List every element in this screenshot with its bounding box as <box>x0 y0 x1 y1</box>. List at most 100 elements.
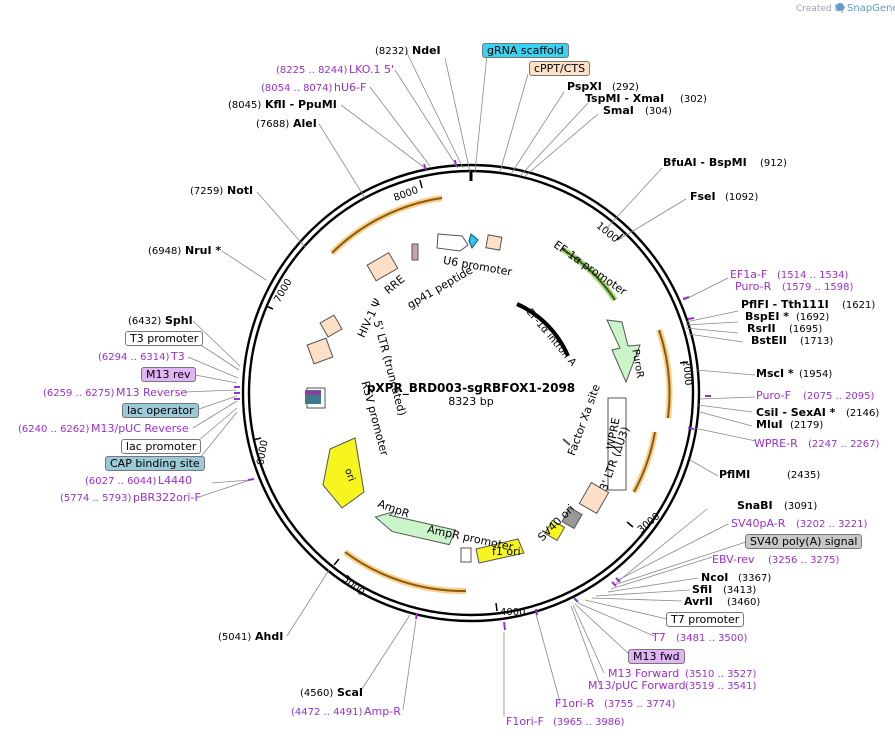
enzyme-alei: AleI <box>293 117 317 130</box>
enzyme-snabi: SnaBI <box>737 499 773 512</box>
enzyme-sfii: SfiI <box>692 583 713 596</box>
primer-puror-pos: (1579 .. 1598) <box>782 282 854 293</box>
orange-arc <box>344 551 467 593</box>
primer-t3-pos: (6294 .. 6314) <box>98 352 170 363</box>
ori-feature <box>322 437 365 509</box>
ruler-tick <box>679 361 689 364</box>
feature-track <box>305 233 641 564</box>
enzyme-snabi-pos: (3091) <box>784 501 818 512</box>
enzyme-noti: NotI <box>227 184 254 197</box>
enzyme-nrui: NruI * <box>185 244 222 257</box>
primer-f1orif: F1ori-F <box>506 715 544 728</box>
wpre-feature <box>607 397 627 491</box>
enzyme-pflmi-pos: (2435) <box>787 470 821 481</box>
primer-t7-pos: (3481 .. 3500) <box>676 633 748 644</box>
enzyme-alei-pos: (7688) <box>256 119 290 130</box>
enzyme-ahdi: AhdI <box>255 630 284 643</box>
enzyme-msci-pos: (1954) <box>799 369 833 380</box>
box-m13-fwd: M13 fwd <box>628 649 685 664</box>
primer-l4440-pos: (6027 .. 6044) <box>85 476 157 487</box>
inner-label: PuroR <box>629 348 645 379</box>
primer-wprer: WPRE-R <box>754 437 798 450</box>
box-cap-binding-site: CAP binding site <box>105 456 205 471</box>
enzyme-tspmi: TspMI - XmaI <box>585 92 665 105</box>
ruler-tick <box>626 521 634 528</box>
rre-feature <box>366 252 399 282</box>
box-lac-operator: lac operator <box>122 403 199 418</box>
ruler-tick <box>333 558 340 566</box>
enzyme-rsrii-pos: (1695) <box>789 324 823 335</box>
enzyme-scai: ScaI <box>337 686 363 699</box>
ruler-tick <box>495 602 498 612</box>
ruler-label: 6000 <box>255 439 270 466</box>
primer-m13pucfwd: M13/pUC Forward <box>588 679 686 692</box>
ruler-tick <box>252 437 262 441</box>
orange-arc <box>331 197 443 254</box>
enzyme-ahdi-pos: (5041) <box>218 632 252 643</box>
primer-wprer-pos: (2247 .. 2267) <box>808 439 880 450</box>
sv40-polya-feature <box>561 506 583 530</box>
primer-hu6f: hU6-F <box>334 81 367 94</box>
enzyme-avrii: AvrII <box>684 595 713 608</box>
box-t7-promoter: T7 promoter <box>666 612 745 627</box>
enzyme-sfii-pos: (3413) <box>723 585 757 596</box>
primer-lko1-pos: (8225 .. 8244) <box>276 65 348 76</box>
enzyme-avrii-pos: (3460) <box>727 597 761 608</box>
enzyme-fsei-pos: (1092) <box>725 192 759 203</box>
enzyme-bspei: BspEI * <box>745 310 789 323</box>
enzyme-pflfi: PflFI - Tth111I <box>741 298 829 311</box>
primer-t7: T7 <box>652 631 666 644</box>
primer-f1orir-pos: (3755 .. 3774) <box>604 699 676 710</box>
primer-ef1af-pos: (1514 .. 1534) <box>777 270 849 281</box>
enzyme-mlui-pos: (2179) <box>790 420 824 431</box>
enzyme-sphi: SphI <box>165 314 193 327</box>
snapgene-logo-icon <box>836 3 844 11</box>
ruler-tick <box>419 179 423 189</box>
enzyme-msci: MscI * <box>756 367 794 380</box>
cppt-feature <box>485 234 503 251</box>
primer-m13fwd: M13 Forward <box>608 667 680 680</box>
enzyme-smai-pos: (304) <box>645 106 672 117</box>
primer-ebvrev: EBV-rev <box>712 553 755 566</box>
puror-feature <box>606 319 641 384</box>
primer-m13rev: M13 Reverse <box>116 386 188 399</box>
enzyme-tspmi-pos: (302) <box>680 94 707 105</box>
grna-scaffold-feature <box>468 233 479 249</box>
primer-l4440: L4440 <box>158 474 193 487</box>
enzyme-pflfi-pos: (1621) <box>842 300 876 311</box>
enzyme-mlui: MluI <box>756 418 783 431</box>
primer-t3: T3 <box>171 350 185 363</box>
enzyme-ndei: NdeI <box>412 44 441 57</box>
primer-puror: Puro-R <box>735 280 772 293</box>
enzyme-smai: SmaI <box>603 104 634 117</box>
primer-pbr322: pBR322ori-F <box>133 491 201 504</box>
plasmid-name: pXPR_BRD003-sgRBFOX1-2098 <box>367 381 575 396</box>
gp41-feature <box>411 243 419 261</box>
enzyme-rsrii: RsrII <box>747 322 776 335</box>
enzyme-bspei-pos: (1692) <box>796 312 830 323</box>
primer-f1orir: F1ori-R <box>555 697 595 710</box>
primer-m13fwd-pos: (3510 .. 3527) <box>685 669 757 680</box>
enzyme-ndei-pos: (8232) <box>375 46 409 57</box>
ltr3-feature <box>578 481 610 515</box>
backbone-inner <box>247 169 695 617</box>
u6-promoter-feature <box>436 233 469 252</box>
enzyme-kfli: KflI - PpuMI <box>265 98 337 111</box>
box-grna-scaffold: gRNA scaffold <box>482 43 569 58</box>
ampr-feature <box>374 511 457 546</box>
inner-label: ori <box>342 467 357 483</box>
enzyme-bsteii: BstEII <box>751 334 787 347</box>
primer-m13pucrev: M13/pUC Reverse <box>91 422 189 435</box>
primer-ef1af: EF1a-F <box>730 268 768 281</box>
enzyme-pflmi: PflMI <box>719 468 751 481</box>
created-by-label: Created by <box>796 4 846 14</box>
enzyme-csii: CsiI - SexAI * <box>756 406 836 419</box>
box-cppt-cts: cPPT/CTS <box>529 61 591 76</box>
enzyme-noti-pos: (7259) <box>190 186 224 197</box>
enzyme-bsteii-pos: (1713) <box>800 336 834 347</box>
enzyme-pspxi-pos: (292) <box>612 82 639 93</box>
box-t3-promoter: T3 promoter <box>125 331 204 346</box>
primer-lko1: LKO.1 5' <box>349 63 394 76</box>
ltr5-feature <box>306 337 334 365</box>
leader-lines <box>184 50 757 716</box>
